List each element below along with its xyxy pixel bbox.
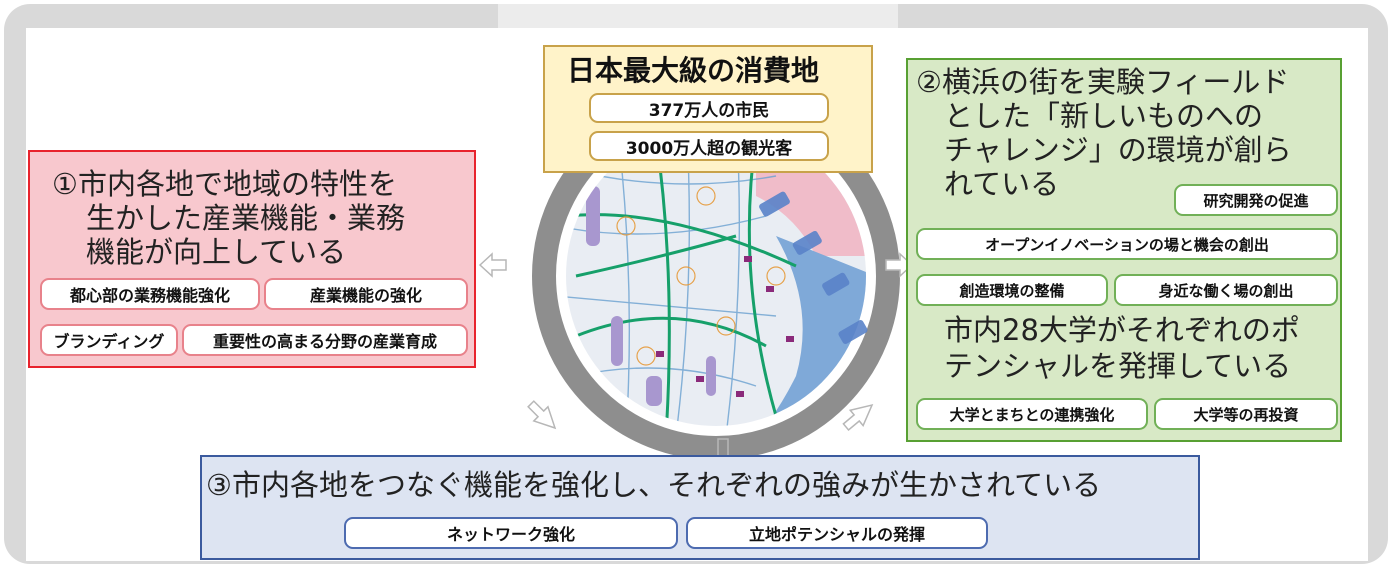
pill-workplace: 身近な働く場の創出 bbox=[1114, 274, 1338, 306]
consumption-area-box: 日本最大級の消費地 377万人の市民 3000万人超の観光客 bbox=[543, 45, 873, 173]
connectivity-box: ③市内各地をつなぐ機能を強化し、それぞれの強みが生かされている ネットワーク強化… bbox=[200, 455, 1200, 560]
right-heading-line-2: とした「新しいものへの bbox=[944, 99, 1264, 133]
experiment-field-box: ②横浜の街を実験フィールド とした「新しいものへの チャレンジ」の環境が創ら れ… bbox=[906, 58, 1342, 442]
left-arrow-icon bbox=[478, 252, 507, 278]
pill-network: ネットワーク強化 bbox=[344, 517, 678, 549]
right-heading-line-4: れている bbox=[944, 167, 1060, 201]
pill-branding: ブランディング bbox=[40, 324, 178, 356]
right-heading-line-3: チャレンジ」の環境が創ら bbox=[944, 133, 1292, 167]
right-subheading-line-1: 市内28大学がそれぞれのポ bbox=[944, 313, 1300, 347]
industrial-function-box: ①市内各地で地域の特性を 生かした産業機能・業務 機能が向上している 都心部の業… bbox=[28, 150, 476, 368]
pill-university-city: 大学とまちとの連携強化 bbox=[916, 398, 1148, 430]
pill-creative-env: 創造環境の整備 bbox=[916, 274, 1108, 306]
citizens-pill: 377万人の市民 bbox=[589, 93, 829, 123]
tourists-pill: 3000万人超の観光客 bbox=[589, 131, 829, 161]
left-heading-line-2: 生かした産業機能・業務 bbox=[86, 201, 406, 235]
left-heading-line-3: 機能が向上している bbox=[86, 235, 347, 269]
pill-cbd-business: 都心部の業務機能強化 bbox=[40, 278, 260, 310]
pill-industrial-function: 産業機能の強化 bbox=[264, 278, 468, 310]
pill-open-innovation: オープンイノベーションの場と機会の創出 bbox=[916, 228, 1338, 260]
consumption-title: 日本最大級の消費地 bbox=[567, 54, 820, 87]
left-heading-line-1: ①市内各地で地域の特性を bbox=[52, 167, 397, 201]
bottom-heading: ③市内各地をつなぐ機能を強化し、それぞれの強みが生かされている bbox=[206, 468, 1102, 502]
pill-rnd: 研究開発の促進 bbox=[1174, 184, 1338, 216]
pill-university-reinvest: 大学等の再投資 bbox=[1154, 398, 1338, 430]
pill-location-potential: 立地ポテンシャルの発揮 bbox=[686, 517, 988, 549]
right-heading-line-1: ②横浜の街を実験フィールド bbox=[916, 65, 1290, 99]
pill-industry-development: 重要性の高まる分野の産業育成 bbox=[182, 324, 468, 356]
right-arrow-icon bbox=[885, 252, 914, 278]
top-tab bbox=[498, 4, 898, 28]
right-subheading-line-2: テンシャルを発揮している bbox=[944, 349, 1292, 383]
